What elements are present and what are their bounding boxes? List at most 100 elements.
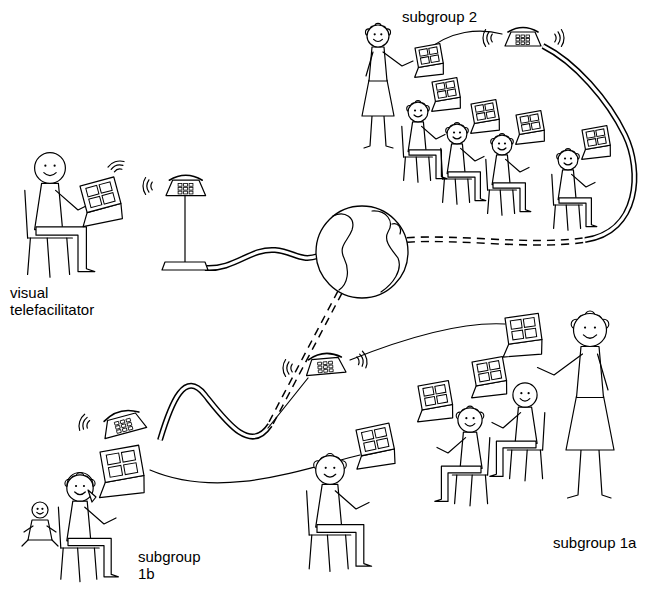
screen-pane (364, 441, 376, 451)
laptop (466, 100, 501, 135)
cable-outer (543, 46, 634, 240)
eye (520, 392, 522, 394)
wave (483, 30, 486, 47)
arm (437, 438, 466, 453)
laptop-screen (415, 44, 443, 68)
chair-back (307, 491, 310, 535)
globe-outline (316, 206, 408, 298)
torso (408, 122, 426, 152)
seated-person (490, 383, 545, 481)
phone-key (521, 42, 525, 45)
laptop (466, 357, 509, 400)
skirt (566, 396, 614, 450)
eye (473, 417, 475, 419)
screen-pane (436, 83, 445, 91)
phone-key (189, 191, 193, 194)
screen-pane (521, 124, 530, 132)
phone-key (128, 426, 133, 430)
seated-person (486, 134, 531, 216)
phone-body (166, 180, 206, 195)
phone-key (120, 420, 125, 424)
screen-pane (587, 139, 596, 147)
screen-pane (489, 361, 500, 370)
headset-mic (88, 490, 96, 502)
seated-person (435, 406, 490, 506)
eye (44, 165, 46, 167)
head (367, 25, 389, 47)
laptop-screen (356, 423, 394, 456)
phone-handset (169, 175, 202, 180)
chair-legs (443, 179, 470, 204)
seated-person (441, 123, 486, 205)
torso (460, 432, 482, 468)
eye (414, 109, 416, 111)
screen-pane (420, 57, 429, 65)
chair-seat (61, 547, 99, 548)
screen-pane (525, 328, 537, 338)
phone-handset (103, 407, 139, 422)
wave (83, 417, 87, 429)
signal-waves (555, 30, 564, 47)
wave (491, 34, 492, 42)
laptop-screen (472, 357, 507, 386)
chair-back (488, 438, 490, 475)
network-line (268, 378, 308, 428)
screen-pane (423, 387, 434, 396)
eye (528, 392, 530, 394)
phone-key (516, 39, 520, 42)
screen-pane (475, 105, 484, 113)
leg (435, 466, 481, 501)
phone-key (126, 418, 131, 422)
phone-key (178, 184, 182, 187)
arm (383, 52, 413, 66)
screen-pane (419, 49, 428, 57)
screen-pane (102, 193, 115, 204)
leg (559, 198, 597, 227)
group-label: visual telefacilitator (10, 284, 130, 319)
phone-key (189, 187, 193, 190)
legs (568, 450, 612, 498)
wave (555, 34, 556, 42)
wave (558, 32, 560, 44)
head (558, 150, 578, 170)
standing-person (538, 311, 615, 498)
eye (584, 326, 586, 328)
group-label: subgroup 1a (553, 534, 636, 551)
chair-seat (404, 156, 433, 157)
screen-pane (121, 450, 135, 462)
phone-key (114, 421, 119, 425)
seated-person (25, 153, 95, 278)
phone-key (329, 365, 333, 368)
eye (41, 508, 43, 510)
eye (75, 485, 77, 487)
phone-body (505, 32, 541, 46)
phone-key (115, 425, 120, 429)
screen-pane (99, 182, 112, 193)
eye (374, 33, 376, 35)
smile (583, 335, 596, 338)
phone-key (178, 191, 182, 194)
chair-back (402, 126, 404, 157)
phone-key (178, 187, 182, 190)
head (574, 314, 607, 347)
smile (564, 163, 572, 165)
chair-legs (455, 475, 488, 506)
screen-pane (486, 111, 495, 119)
arm (461, 148, 484, 161)
screen-pane (586, 131, 595, 139)
head (408, 102, 428, 122)
phone-key (324, 369, 328, 372)
seated-person (402, 101, 447, 183)
torso (577, 347, 604, 398)
phone-key (526, 42, 530, 45)
screen-pane (430, 55, 439, 63)
wave (108, 161, 124, 167)
phone-handset (308, 352, 341, 360)
eye (83, 485, 85, 487)
smile (498, 148, 506, 150)
laptop-screen (432, 78, 460, 102)
laptop (427, 78, 462, 113)
cable-inner (160, 386, 270, 440)
signal-waves (79, 414, 90, 430)
